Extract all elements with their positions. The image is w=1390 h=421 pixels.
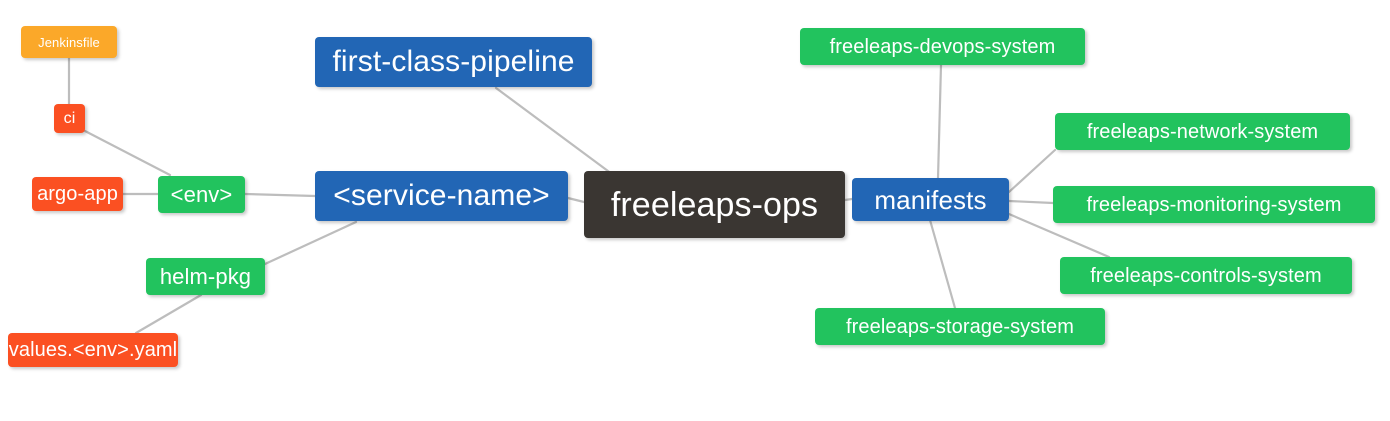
node-label: freeleaps-ops xyxy=(610,185,819,224)
node-label: freeleaps-network-system xyxy=(1086,120,1319,143)
node-freeleaps-monitoring-system[interactable]: freeleaps-monitoring-system xyxy=(1053,186,1375,223)
node-jenkinsfile[interactable]: Jenkinsfile xyxy=(21,26,117,58)
edge-manifests-network-system xyxy=(1007,148,1057,194)
node-freeleaps-ops[interactable]: freeleaps-ops xyxy=(584,171,845,238)
node-freeleaps-storage-system[interactable]: freeleaps-storage-system xyxy=(815,308,1105,345)
node-label: freeleaps-monitoring-system xyxy=(1086,193,1342,216)
node-label: argo-app xyxy=(37,183,118,205)
node-ci[interactable]: ci xyxy=(54,104,85,133)
node-label: values.<env>.yaml xyxy=(8,339,178,361)
node-argo-app[interactable]: argo-app xyxy=(32,177,123,211)
edge-env-ci xyxy=(83,129,172,177)
node-helm-pkg[interactable]: helm-pkg xyxy=(146,258,265,295)
node-values-env-yaml[interactable]: values.<env>.yaml xyxy=(8,333,178,367)
node-label: <service-name> xyxy=(333,179,550,212)
node-freeleaps-network-system[interactable]: freeleaps-network-system xyxy=(1055,113,1350,150)
node-freeleaps-controls-system[interactable]: freeleaps-controls-system xyxy=(1060,257,1352,294)
edge-manifests-devops-system xyxy=(936,63,943,180)
edge-manifests-storage-system xyxy=(928,218,957,310)
node-label: helm-pkg xyxy=(159,263,252,289)
edge-root-first-class-pipeline xyxy=(494,86,614,176)
edge-root-manifests xyxy=(843,197,854,202)
node-manifests[interactable]: manifests xyxy=(852,178,1009,221)
node-label: Jenkinsfile xyxy=(38,34,100,50)
edge-root-service-name xyxy=(566,196,586,204)
edge-service-name-env xyxy=(243,192,317,198)
node-label: <env> xyxy=(170,181,233,207)
node-label: first-class-pipeline xyxy=(332,45,575,78)
node-label: freeleaps-controls-system xyxy=(1090,264,1322,287)
edge-manifests-monitoring-system xyxy=(1007,199,1055,205)
node-label: manifests xyxy=(874,184,987,215)
node-env[interactable]: <env> xyxy=(158,176,245,213)
node-label: freeleaps-storage-system xyxy=(845,315,1075,338)
edge-helm-pkg-values-yaml xyxy=(134,293,203,335)
node-freeleaps-devops-system[interactable]: freeleaps-devops-system xyxy=(800,28,1085,65)
node-service-name[interactable]: <service-name> xyxy=(315,171,568,221)
node-first-class-pipeline[interactable]: first-class-pipeline xyxy=(315,37,592,87)
edge-service-name-helm-pkg xyxy=(263,220,358,266)
node-label: freeleaps-devops-system xyxy=(829,35,1056,58)
node-label: ci xyxy=(63,109,76,127)
